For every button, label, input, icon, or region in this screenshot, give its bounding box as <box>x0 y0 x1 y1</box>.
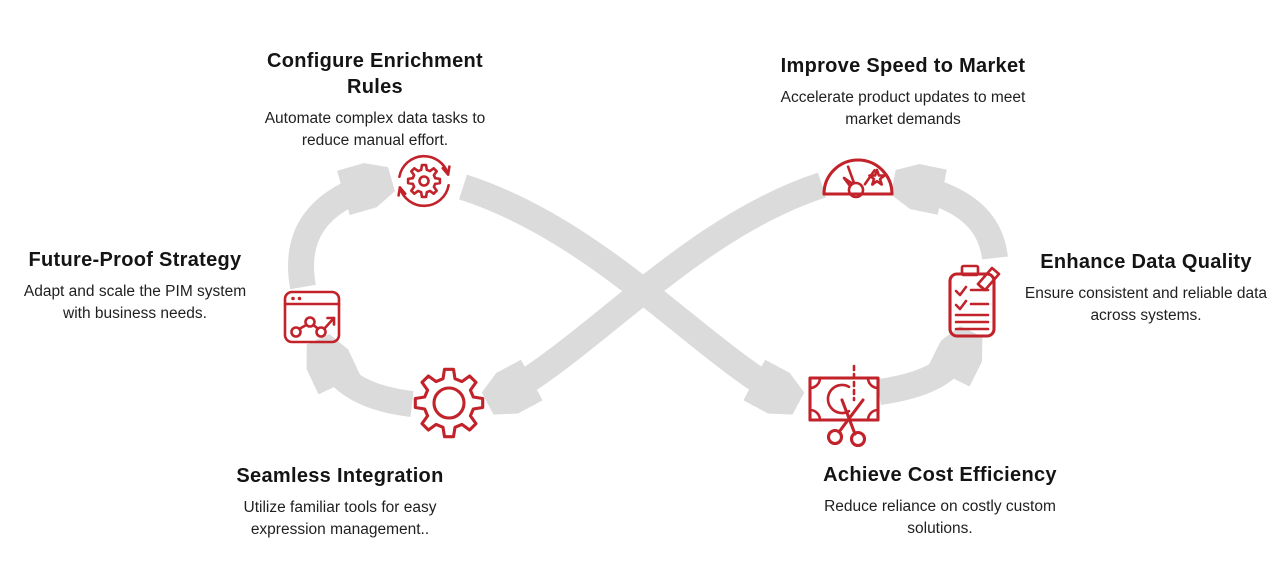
gear-icon <box>413 367 485 439</box>
browser-chart-icon <box>283 290 341 344</box>
sync-gear-icon <box>397 154 451 208</box>
node-desc: Automate complex data tasks to reduce ma… <box>264 110 486 149</box>
node-desc: Reduce reliance on costly custom solutio… <box>824 498 1056 537</box>
speedometer-star-icon <box>822 158 894 199</box>
node-improve-speed-to-market: Improve Speed to Market Accelerate produ… <box>723 53 1083 131</box>
node-desc: Accelerate product updates to meet marke… <box>780 89 1026 128</box>
node-title: Future-Proof Strategy <box>28 249 242 271</box>
node-desc: Utilize familiar tools for easy expressi… <box>243 499 437 538</box>
node-future-proof-strategy: Future-Proof Strategy Adapt and scale th… <box>0 247 270 325</box>
node-achieve-cost-efficiency: Achieve Cost Efficiency Reduce reliance … <box>760 462 1120 540</box>
money-scissors-icon <box>808 364 880 448</box>
arrow-integration-to-future <box>324 352 414 417</box>
node-configure-enrichment-rules: Configure Enrichment Rules Automate comp… <box>195 48 555 152</box>
node-seamless-integration: Seamless Integration Utilize familiar to… <box>160 463 520 541</box>
arrow-speed-to-integration <box>500 172 827 397</box>
node-title: Improve Speed to Market <box>780 55 1026 77</box>
node-title: Achieve Cost Efficiency <box>823 464 1057 486</box>
node-title: Configure Enrichment Rules <box>266 50 483 98</box>
node-enhance-data-quality: Enhance Data Quality Ensure consistent a… <box>1003 249 1285 327</box>
node-desc: Ensure consistent and reliable data acro… <box>1024 285 1268 324</box>
checklist-pencil-icon <box>948 264 1001 338</box>
arrow-quality-to-speed <box>907 185 1008 261</box>
node-title: Enhance Data Quality <box>1040 251 1252 273</box>
node-desc: Adapt and scale the PIM system with busi… <box>23 283 247 322</box>
node-title: Seamless Integration <box>236 465 444 487</box>
arrow-future-to-configure <box>288 183 378 290</box>
arrow-cost-to-quality <box>877 344 965 405</box>
